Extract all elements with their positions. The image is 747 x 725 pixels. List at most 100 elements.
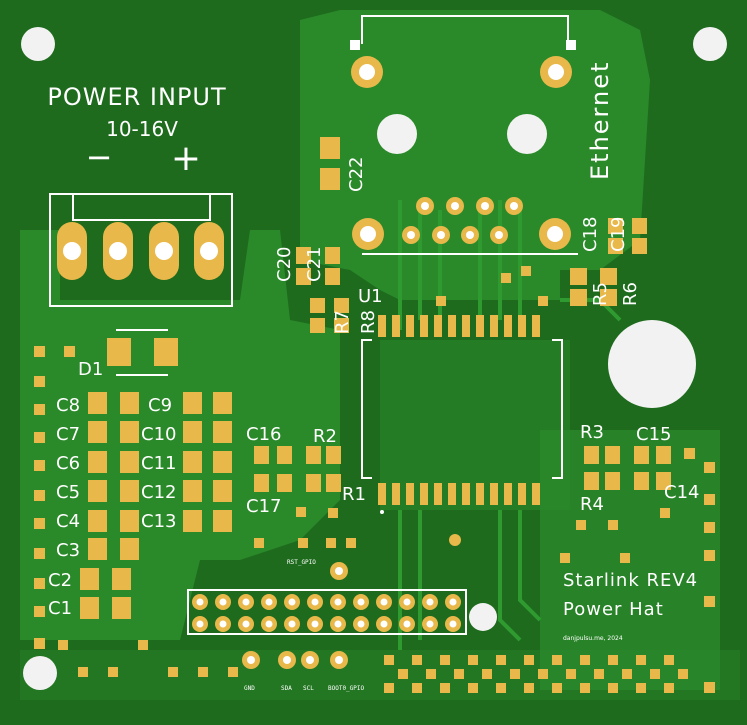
- bottom-test-pad-matrix: [58, 640, 688, 693]
- test-pad: [468, 655, 478, 665]
- test-pad: [552, 655, 562, 665]
- minus-symbol: −: [86, 138, 113, 176]
- pin-label-boot: BOOT0_GPIO: [328, 685, 365, 692]
- ref-c21: C21: [304, 247, 325, 282]
- ref-c5: C5: [56, 482, 80, 503]
- ref-r3: R3: [580, 422, 604, 443]
- test-pad: [678, 669, 688, 679]
- mounting-holes: [21, 27, 727, 690]
- test-pad: [664, 655, 674, 665]
- test-pad: [524, 683, 534, 693]
- header-pin-hole: [380, 620, 388, 628]
- mounting-hole-bl: [23, 656, 57, 690]
- c16-c17-r1-r2-pads: [254, 446, 356, 548]
- ref-c22: C22: [346, 157, 367, 192]
- header-pin-hole: [196, 620, 204, 628]
- header-pin-hole: [449, 620, 457, 628]
- diode-d1: [107, 329, 178, 376]
- header-pin-hole: [196, 598, 204, 606]
- board-title-line2: Power Hat: [563, 599, 664, 620]
- ref-d1: D1: [78, 359, 103, 380]
- gpio-header: [187, 589, 467, 635]
- test-pad: [566, 669, 576, 679]
- ethernet-jack: [350, 15, 578, 255]
- test-pad: [426, 669, 436, 679]
- header-pin-hole: [242, 620, 250, 628]
- test-pad: [496, 655, 506, 665]
- test-pad: [510, 669, 520, 679]
- mounting-hole-tl: [21, 27, 55, 61]
- plus-symbol: +: [171, 138, 201, 179]
- header-pin-hole: [288, 598, 296, 606]
- ref-c10: C10: [141, 424, 176, 445]
- header-pin-hole: [265, 620, 273, 628]
- right-test-pads: [684, 448, 715, 693]
- ref-r1: R1: [342, 484, 366, 505]
- header-pin-hole: [426, 620, 434, 628]
- ref-r7: R7: [332, 310, 353, 334]
- mounting-hole-bm: [469, 603, 497, 631]
- test-pad: [636, 655, 646, 665]
- ref-c15: C15: [636, 424, 671, 445]
- header-pin-hole: [334, 620, 342, 628]
- ref-c2: C2: [48, 570, 72, 591]
- test-pad: [580, 655, 590, 665]
- header-pin-hole: [357, 620, 365, 628]
- header-pin-hole: [311, 620, 319, 628]
- test-pad: [384, 683, 394, 693]
- mounting-hole-large: [608, 320, 696, 408]
- ref-c18: C18: [580, 217, 601, 252]
- test-pad: [608, 683, 618, 693]
- header-pin-hole: [403, 620, 411, 628]
- ref-r5: R5: [590, 282, 611, 306]
- pin-label-sda: SDA: [281, 685, 292, 692]
- r3-r4-c14-c15-pads: [560, 446, 671, 563]
- test-pad: [384, 655, 394, 665]
- test-pad: [636, 683, 646, 693]
- test-pad: [398, 669, 408, 679]
- left-test-pads: [34, 346, 75, 649]
- test-pad: [468, 683, 478, 693]
- test-pad: [482, 669, 492, 679]
- ref-u1: U1: [358, 286, 383, 307]
- voltage-label: 10-16V: [106, 117, 178, 141]
- ref-c12: C12: [141, 482, 176, 503]
- header-pin-hole: [403, 598, 411, 606]
- header-pin-hole: [288, 620, 296, 628]
- test-pad: [664, 683, 674, 693]
- ref-c6: C6: [56, 453, 80, 474]
- pin-label-gnd: GND: [244, 685, 255, 692]
- test-pad: [538, 669, 548, 679]
- ref-r8: R8: [358, 310, 379, 334]
- test-pad: [524, 655, 534, 665]
- cap-pads-mid: [183, 392, 232, 532]
- test-pad: [440, 655, 450, 665]
- ethernet-label: Ethernet: [586, 61, 614, 180]
- header-pin-hole: [357, 598, 365, 606]
- cap-pads-left: [80, 392, 139, 619]
- header-pin-hole: [426, 598, 434, 606]
- test-pad: [412, 655, 422, 665]
- ref-c7: C7: [56, 424, 80, 445]
- ref-c11: C11: [141, 453, 176, 474]
- ref-c13: C13: [141, 511, 176, 532]
- test-pad: [580, 683, 590, 693]
- ref-c20: C20: [274, 247, 295, 282]
- header-pin-hole: [219, 598, 227, 606]
- ic-u1: [361, 315, 563, 546]
- test-pad: [496, 683, 506, 693]
- power-connector: [49, 193, 233, 307]
- ref-r2: R2: [313, 426, 337, 447]
- header-pin-hole: [334, 598, 342, 606]
- test-pad: [454, 669, 464, 679]
- pin-label-scl: SCL: [303, 685, 314, 692]
- ref-c14: C14: [664, 482, 699, 503]
- board-title-line1: Starlink REV4: [563, 570, 698, 591]
- power-input-label: POWER INPUT: [47, 83, 226, 111]
- header-pin-hole: [242, 598, 250, 606]
- c20-c21-pads: [296, 247, 340, 285]
- c22-pads: [320, 137, 340, 190]
- test-pad: [608, 655, 618, 665]
- board-credit: danjpulsu.me, 2024: [563, 635, 623, 642]
